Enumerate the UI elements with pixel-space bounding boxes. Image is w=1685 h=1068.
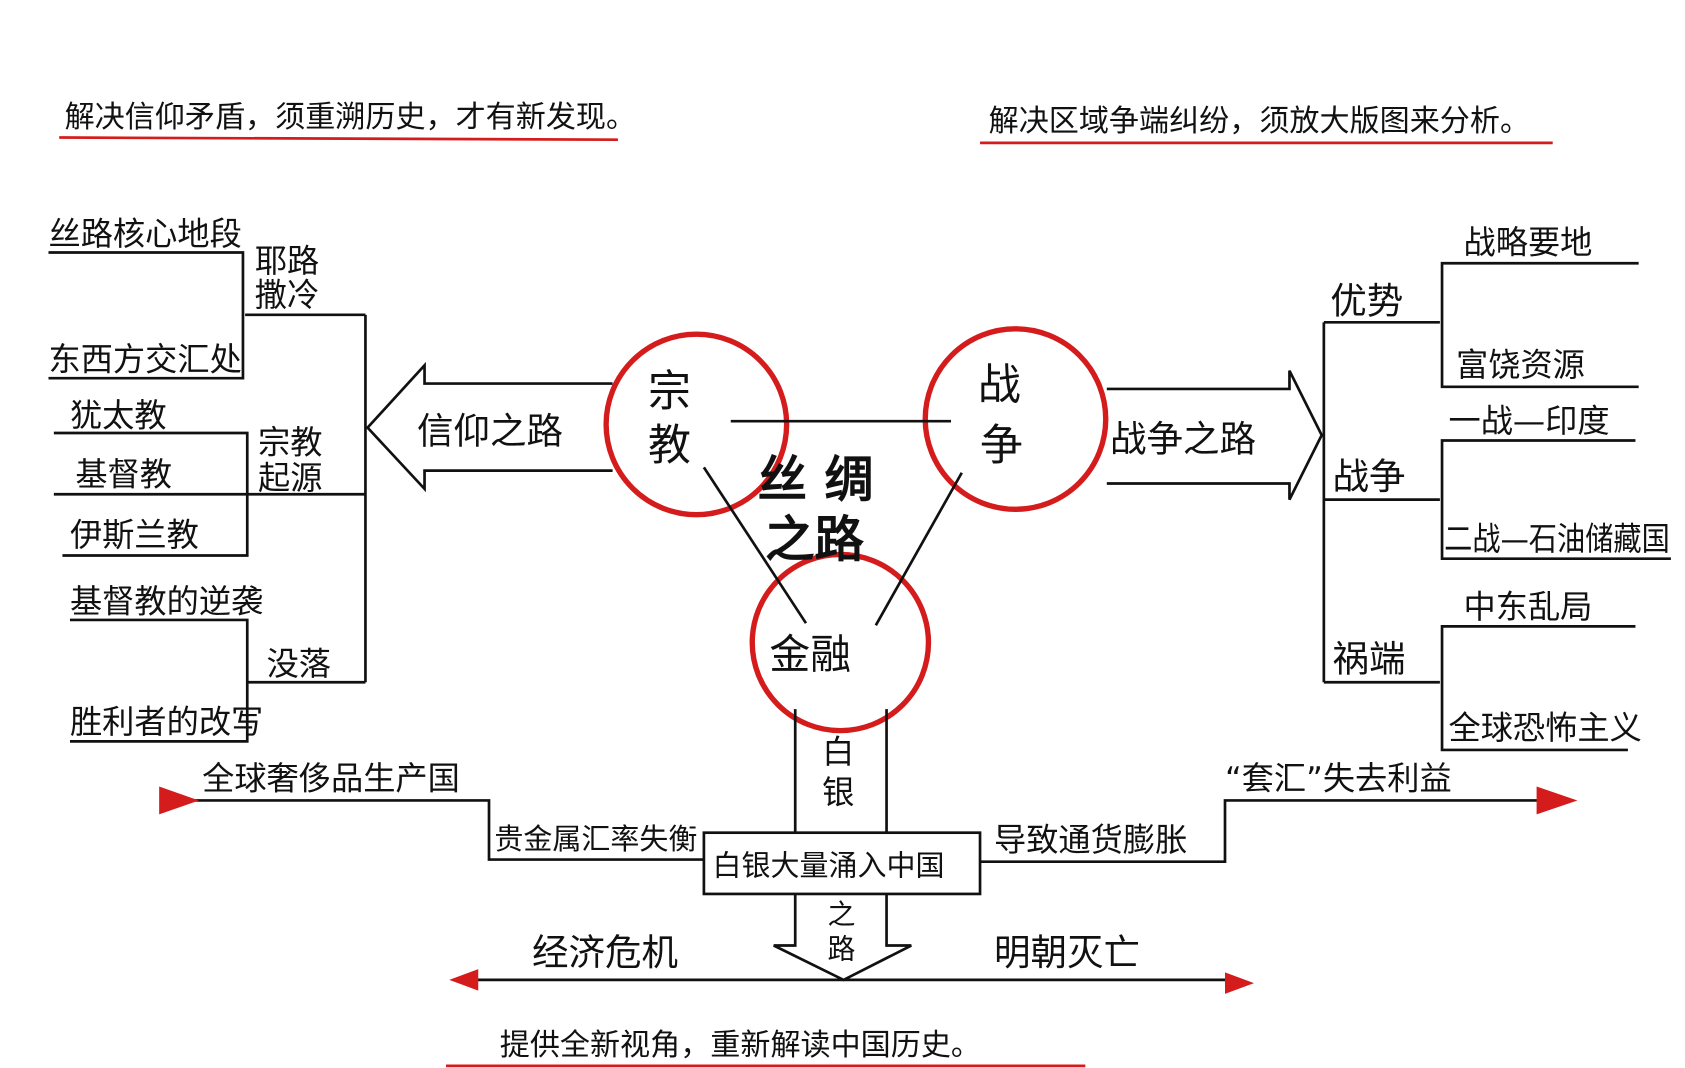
branch-label: 耶路 [255, 242, 319, 280]
node-finance: 金融 [769, 630, 851, 678]
leaf-item: 一战—印度 [1448, 402, 1609, 440]
road-label: 路 [827, 932, 855, 965]
red-arrowhead-icon [1225, 972, 1255, 994]
right-upper-text: “套汇”失去利益 [1225, 760, 1452, 798]
branch-label: 没落 [267, 645, 331, 683]
silver-label: 银 [822, 774, 854, 812]
leaf-item: 犹太教 [70, 397, 167, 435]
left-tree: 耶路 撒冷 宗教 起源 没落 丝路核心地段 东西方交汇处 犹太教 基督教 伊斯兰… [48, 215, 367, 743]
red-arrowhead-icon [1536, 786, 1578, 815]
heading-underline [59, 136, 618, 142]
red-arrowhead-icon [159, 786, 199, 815]
center-title: 丝 绸 [758, 450, 874, 508]
arrow-left-icon [365, 361, 613, 493]
branch-label: 战争 [1332, 455, 1405, 498]
branch-label: 祸端 [1332, 638, 1405, 681]
right-tree: 优势 战争 祸端 战略要地 富饶资源 一战—印度 二战—石油储藏国 中东乱局 全… [1322, 224, 1671, 752]
leaf-item: 基督教的逆袭 [70, 582, 263, 620]
leaf-item: 战略要地 [1464, 224, 1593, 262]
node-religion-2: 教 [648, 421, 691, 471]
silver-label: 白 [822, 733, 854, 771]
war-circle [922, 326, 1109, 512]
heading-top-right: 解决区域争端纠纷，须放大版图来分析。 [989, 104, 1530, 139]
religion-circle [603, 331, 790, 518]
branch-label: 起源 [258, 459, 322, 497]
finance-circle [749, 551, 932, 734]
node-war-2: 争 [980, 421, 1023, 471]
heading-top-left: 解决信仰矛盾，须重溯历史，才有新发现。 [65, 100, 637, 135]
leaf-item: 富饶资源 [1456, 346, 1585, 384]
branch-label: 优势 [1330, 280, 1403, 323]
red-arrowhead-icon [449, 969, 479, 991]
heading-bottom: 提供全新视角，重新解读中国历史。 [500, 1028, 981, 1063]
leaf-item: 二战—石油储藏国 [1444, 520, 1670, 558]
crisis-text: 经济危机 [532, 931, 678, 974]
road-label: 之 [827, 898, 855, 931]
left-step-line [188, 799, 704, 861]
branch-label: 宗教 [258, 423, 322, 461]
leaf-item: 胜利者的改写 [70, 703, 263, 741]
right-step-line [980, 799, 1542, 864]
leaf-item: 基督教 [75, 456, 172, 494]
leaf-item: 伊斯兰教 [70, 516, 199, 554]
silver-box [702, 831, 982, 896]
node-war-1: 战 [978, 361, 1021, 411]
fall-text: 明朝灭亡 [994, 931, 1140, 974]
leaf-item: 全球恐怖主义 [1448, 709, 1641, 747]
node-religion-1: 宗 [648, 367, 691, 417]
branch-label: 撒冷 [255, 276, 319, 314]
leaf-item: 中东乱局 [1464, 588, 1593, 626]
center-triangle [702, 419, 963, 626]
silver-box-text: 白银大量涌入中国 [712, 849, 944, 883]
leaf-item: 东西方交汇处 [48, 341, 241, 379]
right-arrow-label: 战争之路 [1110, 417, 1256, 460]
left-upper-text: 全球奢侈品生产国 [202, 760, 460, 798]
left-lower-text: 贵金属汇率失衡 [494, 822, 697, 856]
leaf-item: 丝路核心地段 [48, 215, 241, 253]
right-lower-text: 导致通货膨胀 [994, 821, 1187, 859]
left-arrow-label: 信仰之路 [417, 410, 563, 453]
center-title: 之路 [765, 511, 864, 569]
arrow-right-icon [1106, 370, 1324, 501]
